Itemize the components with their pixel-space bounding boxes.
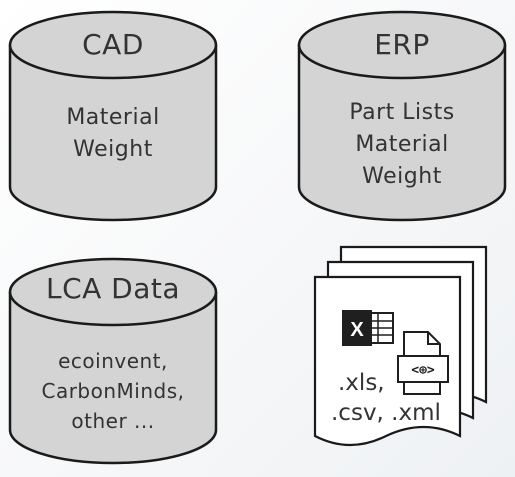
file-types-line-1: .xls, xyxy=(338,370,385,396)
cad-line-2: Weight xyxy=(73,137,153,162)
svg-text:<⊕>: <⊕> xyxy=(411,363,435,378)
cad-line-1: Material xyxy=(66,105,160,130)
lca-line-1: ecoinvent, xyxy=(58,349,168,373)
erp-line-2: Material xyxy=(355,132,449,157)
erp-title: ERP xyxy=(374,28,430,61)
lca-line-3: other ... xyxy=(71,409,155,433)
file-types-line-2: .csv, .xml xyxy=(331,400,441,426)
erp-line-3: Weight xyxy=(362,164,442,189)
erp-line-1: Part Lists xyxy=(349,100,455,125)
lca-data-cylinder xyxy=(8,257,218,465)
excel-icon: X xyxy=(342,310,394,346)
svg-text:X: X xyxy=(350,319,364,341)
cad-cylinder xyxy=(8,10,218,222)
cad-title: CAD xyxy=(82,28,144,61)
lca-title: LCA Data xyxy=(45,272,181,305)
erp-cylinder xyxy=(297,10,507,222)
xml-file-icon: <⊕> xyxy=(397,331,449,395)
lca-line-2: CarbonMinds, xyxy=(41,379,185,403)
